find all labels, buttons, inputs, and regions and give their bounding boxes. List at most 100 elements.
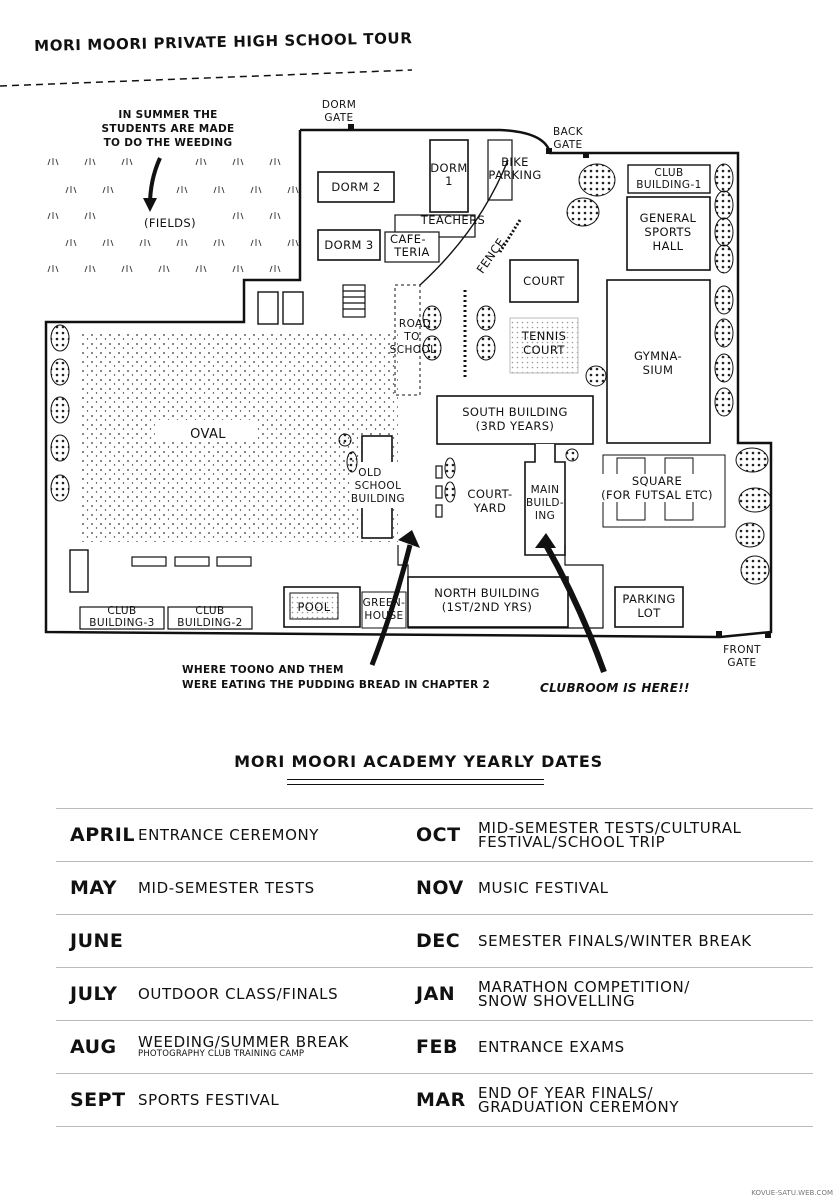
- event-text-line-2: SNOW SHOVELLING: [478, 992, 636, 1010]
- grass-mark: [84, 265, 96, 273]
- calendar-title: MORI MOORI ACADEMY YEARLY DATES: [234, 752, 603, 771]
- grass-mark: [250, 239, 262, 247]
- courtyard-benches: [435, 465, 443, 518]
- event-text: SEMESTER FINALS/WINTER BREAK: [478, 932, 752, 950]
- north-building-label: NORTH BUILDING(1ST/2ND YRS): [434, 586, 540, 614]
- calendar-cell-left: JUNE: [70, 915, 410, 967]
- bench-1: [131, 556, 167, 567]
- tree: [565, 448, 579, 462]
- tree: [476, 335, 496, 361]
- grass-mark: [47, 265, 59, 273]
- calendar-cell-left: MAY MID-SEMESTER TESTS: [70, 862, 410, 914]
- storage-shed: [69, 549, 89, 593]
- dorm-1: [429, 139, 469, 213]
- south-building-label: SOUTH BUILDING(3RD YEARS): [462, 405, 568, 433]
- gymnasium: [606, 279, 711, 444]
- tree: [422, 305, 442, 331]
- month-label: JAN: [416, 983, 456, 1005]
- event-text: SPORTS FESTIVAL: [138, 1091, 280, 1109]
- tree: [735, 522, 765, 548]
- club-building-2: [167, 606, 253, 630]
- month-label: APRIL: [70, 824, 135, 846]
- old-school-label-bg: [350, 462, 410, 508]
- tree: [714, 163, 734, 193]
- teachers-label: TEACHERS: [420, 213, 485, 227]
- cafeteria-label: CAFE-TERIA: [390, 232, 430, 259]
- grass-mark: [158, 265, 170, 273]
- title-underline: [0, 69, 413, 87]
- tree: [714, 318, 734, 348]
- tree: [50, 474, 70, 502]
- event-label: SEMESTER FINALS/WINTER BREAK: [478, 932, 752, 950]
- dorm-path: [419, 159, 509, 286]
- north-building: [407, 576, 569, 628]
- grass-mark: [176, 186, 188, 194]
- month-label: OCT: [416, 824, 461, 846]
- event-label: END OF YEAR FINALS/GRADUATION CEREMONY: [478, 1084, 679, 1115]
- grass-mark: [250, 186, 262, 194]
- event-text: MARATHON COMPETITION/: [478, 978, 690, 996]
- event-text: OUTDOOR CLASS/FINALS: [138, 985, 339, 1003]
- club-building-1: [627, 164, 711, 194]
- grass-mark: [121, 265, 133, 273]
- event-label: OUTDOOR CLASS/FINALS: [138, 985, 339, 1003]
- event-label: MID-SEMESTER TESTS: [138, 879, 315, 897]
- stairs: [342, 284, 366, 318]
- dorm-gate-post: [348, 124, 354, 130]
- event-label: ENTRANCE CEREMONY: [138, 826, 320, 844]
- courtyard-label: COURT-YARD: [467, 487, 512, 515]
- event-text: END OF YEAR FINALS/: [478, 1084, 654, 1102]
- event-subtext: PHOTOGRAPHY CLUB TRAINING CAMP: [138, 1048, 305, 1059]
- tennis-court: [509, 317, 579, 374]
- front-gate-post-2: [765, 632, 771, 638]
- grass-mark: [84, 212, 96, 220]
- tree: [714, 387, 734, 417]
- dorm-3-label: DORM 3: [324, 238, 373, 252]
- back-gate-post: [546, 148, 552, 154]
- pudding-arrow: [369, 544, 413, 666]
- tree: [422, 335, 442, 361]
- grass-mark: [65, 186, 77, 194]
- tree: [476, 305, 496, 331]
- month-label: JUNE: [70, 930, 124, 952]
- fields-arrow-head: [143, 198, 157, 212]
- month-label: MAY: [70, 877, 118, 899]
- grass-mark: [287, 186, 299, 194]
- tree: [714, 353, 734, 383]
- tree: [346, 451, 358, 473]
- month-label: SEPT: [70, 1089, 126, 1111]
- bench-3: [216, 556, 252, 567]
- road: [394, 284, 421, 396]
- back-gate-post-2: [583, 152, 589, 158]
- event-label: MARATHON COMPETITION/SNOW SHOVELLING: [478, 978, 690, 1010]
- month-label: NOV: [416, 877, 464, 899]
- month-label: JULY: [70, 983, 118, 1005]
- trees: [50, 163, 772, 585]
- tree: [714, 217, 734, 247]
- calendar-cell-right: JAN MARATHON COMPETITION/SNOW SHOVELLING: [416, 968, 813, 1020]
- tree: [338, 433, 352, 447]
- event-text: ENTRANCE CEREMONY: [138, 826, 320, 844]
- court: [509, 259, 579, 303]
- south-building: [436, 395, 594, 445]
- credit: KOVUE-SATU.WEB.COM: [751, 1189, 833, 1197]
- clubroom-note: CLUBROOM IS HERE!!: [540, 681, 690, 695]
- event-text: MID-SEMESTER TESTS: [138, 879, 315, 897]
- small-shed-2: [282, 291, 304, 325]
- cafeteria-building: [384, 231, 440, 263]
